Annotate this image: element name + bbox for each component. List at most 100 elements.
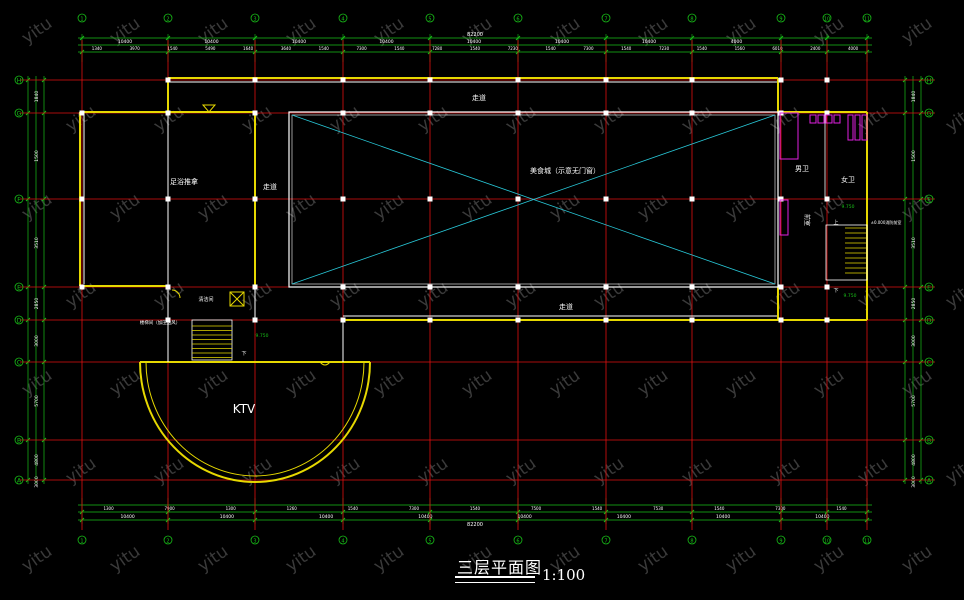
room-janitor: 清洁间	[198, 296, 213, 303]
dimension-text: 6010	[772, 46, 783, 51]
column	[603, 110, 609, 116]
watermark-text: yitu	[370, 541, 408, 576]
axis-label-top: 9	[779, 17, 782, 23]
axis-label-bottom: 11	[864, 539, 870, 545]
column	[340, 196, 346, 202]
watermark-text: yitu	[282, 541, 320, 576]
axis-label-right: G	[927, 111, 932, 118]
dimension-text: 7300	[583, 46, 594, 51]
axis-label-top: 1	[80, 17, 83, 23]
watermark-text: yitu	[722, 541, 760, 576]
axis-label-bottom: 4	[341, 539, 344, 545]
dimension-text: 4000	[848, 46, 859, 51]
watermark-text: yitu	[942, 101, 964, 136]
axis-label-bottom: 2	[166, 539, 169, 545]
dimension-text: 4800	[34, 454, 40, 466]
axis-bubble-bottom	[513, 535, 523, 545]
watermark-text: yitu	[370, 189, 408, 224]
column	[427, 284, 433, 290]
axis-bubble-top	[822, 13, 832, 23]
axis-bubble-bottom	[822, 535, 832, 545]
axis-label-right: F	[927, 197, 931, 204]
watermark-text: yitu	[854, 453, 892, 488]
column	[340, 77, 346, 83]
watermark-text: yitu	[106, 541, 144, 576]
axis-label-bottom: 3	[253, 539, 256, 545]
axis-bubble-top	[862, 13, 872, 23]
toilet-stall	[847, 114, 854, 141]
axis-bubble-bottom	[862, 535, 872, 545]
stair-label-left: 楼梯间（加压送风）	[140, 319, 181, 326]
axis-label-top: 4	[341, 17, 344, 23]
watermark-layer: yitu yitu yitu yitu yitu yitu yitu yitu yitu yitu…	[18, 13, 964, 576]
column	[165, 77, 171, 83]
column	[515, 317, 521, 323]
dimension-text: 1540	[621, 46, 632, 51]
axis-bubble-top	[776, 13, 786, 23]
column	[252, 284, 258, 290]
dimension-text: 5490	[205, 46, 216, 51]
dimension-text: 7530	[653, 506, 664, 511]
axis-label-bottom: 5	[428, 539, 431, 545]
dimension-text: 7300	[409, 506, 420, 511]
room-foot-massage: 足浴推拿	[170, 177, 198, 186]
dining-diagonal	[291, 114, 776, 285]
column	[252, 110, 258, 116]
dimension-text: 1540	[348, 506, 359, 511]
room-men-wc: 男卫	[795, 165, 809, 173]
column	[603, 196, 609, 202]
column	[778, 284, 784, 290]
dimension-text: 7500	[531, 506, 542, 511]
column	[689, 77, 695, 83]
door-symbol	[319, 361, 331, 366]
room-labels: 足浴推拿走道走道走道美食城（示意无门窗）男卫女卫清洁间KTV前室±0.000消防…	[140, 93, 902, 416]
sink-counter	[779, 199, 789, 236]
stair-left	[191, 319, 233, 361]
axis-bubble-bottom	[687, 535, 697, 545]
column	[252, 196, 258, 202]
stair-note: ±0.000消防前室	[871, 219, 902, 225]
watermark-text: yitu	[502, 277, 540, 312]
axis-label-top: 10	[824, 17, 830, 23]
toilet-stall	[854, 114, 861, 141]
axis-label-bottom: 9	[779, 539, 782, 545]
column	[515, 110, 521, 116]
watermark-text: yitu	[458, 365, 496, 400]
column	[824, 284, 830, 290]
watermark-text: yitu	[810, 365, 848, 400]
column	[824, 110, 830, 116]
watermark-text: yitu	[810, 541, 848, 576]
axis-bubble-bottom	[776, 535, 786, 545]
column	[515, 284, 521, 290]
dimension-text: 1540	[714, 506, 725, 511]
dimension-text: 1340	[92, 46, 103, 51]
column	[427, 77, 433, 83]
watermark-text: yitu	[634, 365, 672, 400]
dimension-text: 3510	[34, 237, 40, 249]
level-mark: 9.750	[844, 293, 857, 299]
dimension-text: 1540	[319, 46, 330, 51]
axis-bubble-right	[924, 75, 934, 85]
watermark-text: yitu	[722, 365, 760, 400]
dimension-text: 1500	[911, 150, 917, 162]
column	[515, 196, 521, 202]
dimension-text: 4800	[911, 454, 917, 466]
dimension-text: 7900	[165, 506, 176, 511]
watermark-text: yitu	[326, 453, 364, 488]
column	[165, 196, 171, 202]
axis-bubble-bottom	[338, 535, 348, 545]
watermark-text: yitu	[898, 541, 936, 576]
column	[689, 284, 695, 290]
elevator-shaft	[229, 291, 245, 307]
watermark-text: yitu	[502, 453, 540, 488]
column	[427, 110, 433, 116]
watermark-text: yitu	[634, 189, 672, 224]
room-lobby: 前室	[803, 214, 811, 226]
column	[79, 110, 85, 116]
column	[778, 317, 784, 323]
watermark-text: yitu	[854, 277, 892, 312]
walls-layer	[79, 77, 868, 483]
dimension-text: 1540	[836, 506, 847, 511]
